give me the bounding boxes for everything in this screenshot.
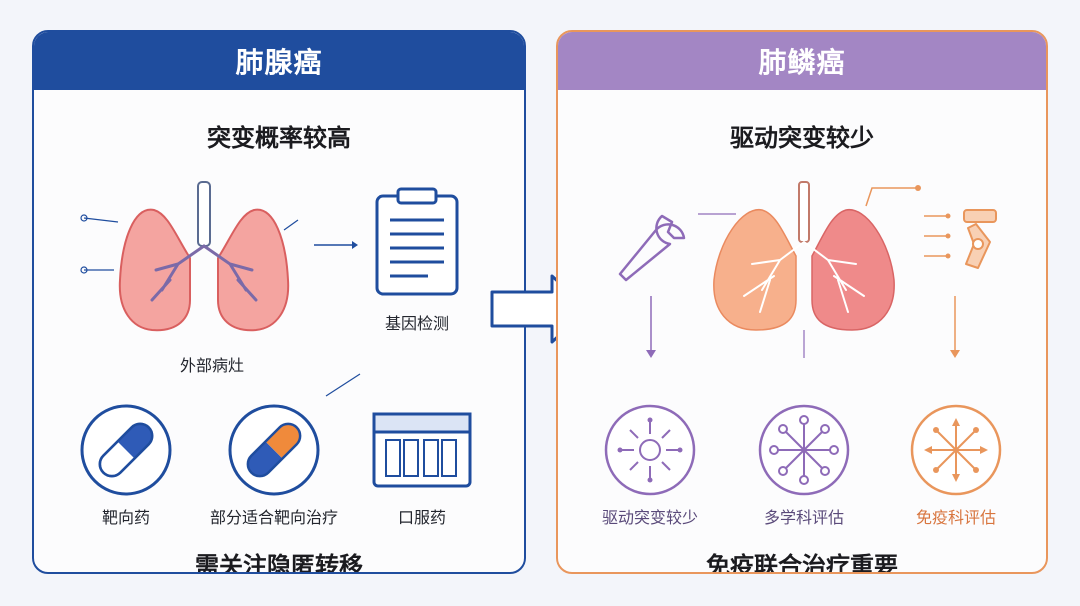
lungs-icon [80, 181, 299, 332]
connector-line [325, 373, 361, 397]
network-icon [758, 404, 850, 496]
adenocarcinoma-footer: 需关注隐匿转移 [195, 552, 363, 574]
squamous-subtitle: 驱动突变较少 [730, 124, 874, 152]
label-multidisciplinary: 多学科评估 [763, 508, 845, 527]
adenocarcinoma-subtitle: 突变概率较高 [207, 124, 351, 152]
arrow-down-icon [646, 296, 656, 358]
label-targeted-drug: 靶向药 [101, 508, 151, 527]
label-lung-lesion: 外部病灶 [179, 356, 245, 375]
capsule-icon [228, 404, 320, 496]
label-oral-drug: 口服药 [397, 508, 447, 527]
label-immune-eval: 免疫科评估 [915, 508, 997, 527]
squamous-panel: 肺鳞癌 驱动突变较少 [556, 30, 1048, 574]
wrench-icon [618, 214, 686, 282]
network-icon [910, 404, 1002, 496]
adenocarcinoma-panel: 肺腺癌 突变概率较高 [32, 30, 526, 574]
adenocarcinoma-header: 肺腺癌 [34, 32, 524, 90]
arrow-down-icon [950, 296, 960, 358]
clipboard-icon [375, 187, 459, 296]
virus-icon [604, 404, 696, 496]
squamous-footer: 免疫联合治疗重要 [706, 552, 898, 574]
capsule-icon [80, 404, 172, 496]
arrow-right-icon [314, 241, 358, 249]
squamous-header: 肺鳞癌 [558, 32, 1046, 90]
robot-arm-icon [924, 209, 997, 269]
lungs-icon [713, 181, 895, 331]
label-driver-mutation: 驱动突变较少 [601, 508, 699, 527]
label-partial-targeted: 部分适合靶向治疗 [209, 508, 339, 527]
connector-line [698, 213, 736, 215]
label-gene-test: 基因检测 [384, 314, 450, 333]
connector-line [865, 185, 921, 207]
pill-box-icon [372, 412, 472, 488]
connector-line [803, 330, 805, 358]
